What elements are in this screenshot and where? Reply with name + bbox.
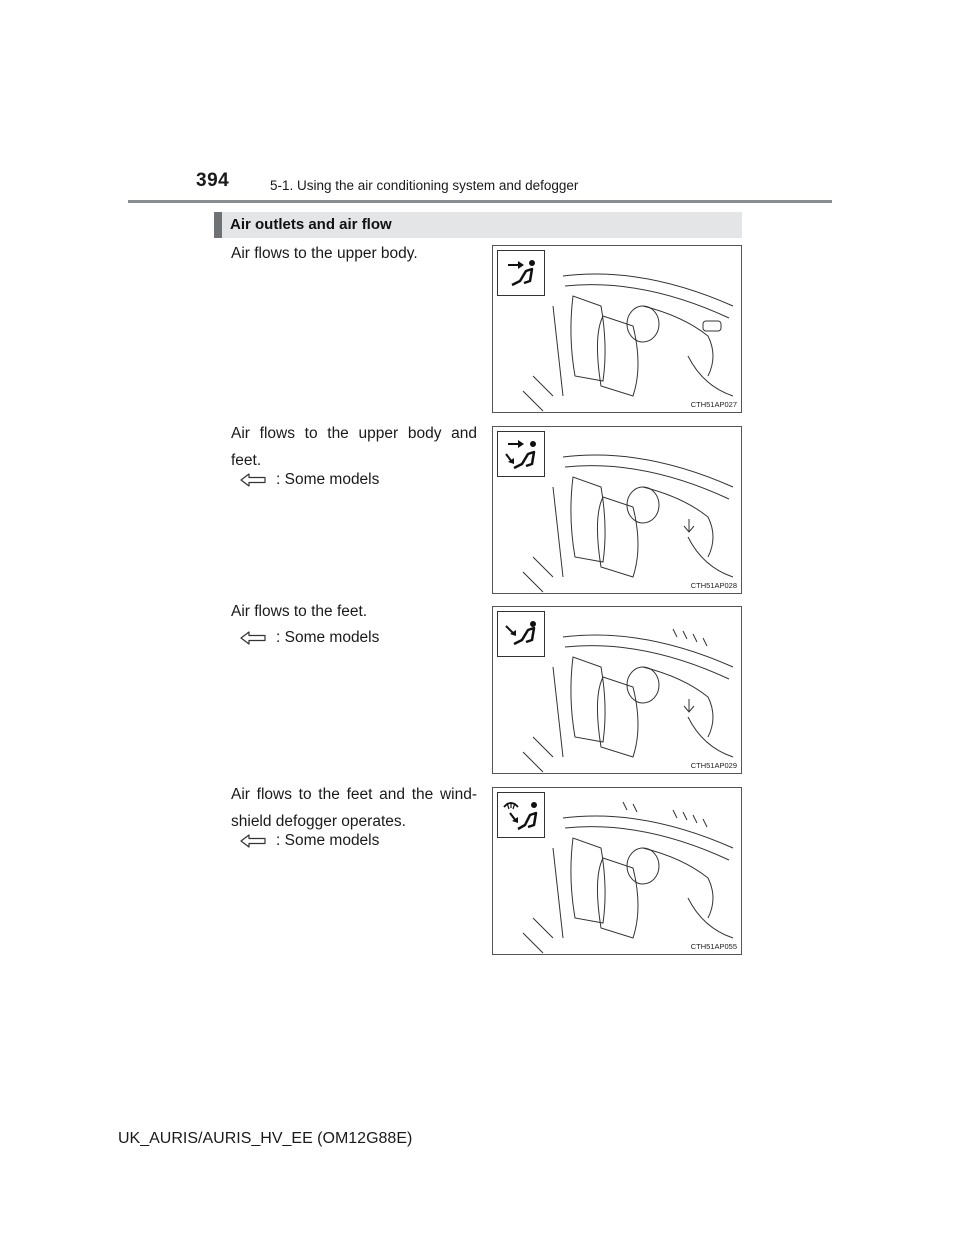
some-models-label: : Some models (276, 832, 380, 849)
airflow-description: Air flows to the feet and the wind-shiel… (231, 786, 477, 830)
page-number: 394 (196, 170, 230, 191)
car-interior-illustration (522, 801, 734, 954)
some-models-note: : Some models (240, 628, 379, 648)
some-models-note: : Some models (240, 831, 379, 851)
figure-code: CTH51AP029 (690, 761, 737, 770)
figure-code: CTH51AP027 (690, 400, 737, 409)
feet-airflow-icon (497, 611, 545, 657)
feet-defogger-airflow-icon (497, 792, 545, 838)
figure-code: CTH51AP055 (690, 942, 737, 951)
airflow-description: Air flows to the upper body. (231, 245, 418, 262)
section-title: 5-1. Using the air conditioning system a… (270, 178, 579, 193)
outlet-arrow-icon (240, 834, 266, 848)
airflow-illustration: CTH51AP027 (492, 245, 742, 413)
some-models-label: : Some models (276, 471, 380, 488)
car-interior-illustration (522, 628, 734, 773)
outlet-arrow-icon (240, 473, 266, 487)
car-interior-illustration (522, 454, 734, 593)
manual-footer: UK_AURIS/AURIS_HV_EE (OM12G88E) (118, 1130, 413, 1147)
airflow-illustration: CTH51AP029 (492, 606, 742, 774)
airflow-illustration: CTH51AP055 (492, 787, 742, 955)
airflow-description: Air flows to the feet. (231, 603, 368, 620)
some-models-label: : Some models (276, 629, 380, 646)
upper-body-airflow-icon (497, 250, 545, 296)
upper-body-feet-airflow-icon (497, 431, 545, 477)
subheading: Air outlets and air flow (214, 212, 742, 238)
car-interior-illustration (522, 273, 734, 412)
airflow-illustration: CTH51AP028 (492, 426, 742, 594)
header-rule (128, 200, 832, 203)
figure-code: CTH51AP028 (690, 581, 737, 590)
airflow-description: Air flows to the upper body and feet. (231, 425, 477, 469)
some-models-note: : Some models (240, 470, 379, 490)
outlet-arrow-icon (240, 631, 266, 645)
